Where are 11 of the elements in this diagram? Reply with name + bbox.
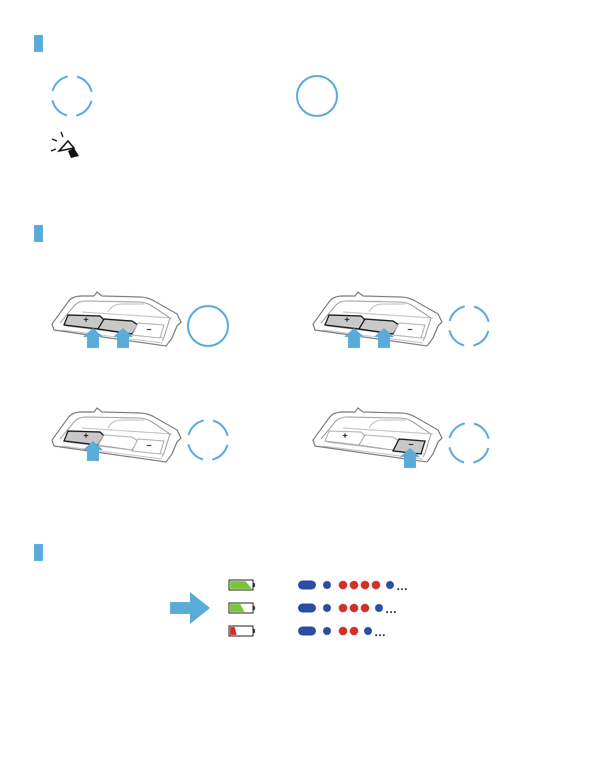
button-label: + [344,316,350,324]
ellipsis: … [374,626,386,638]
button-label: − [146,326,152,334]
button-label: + [83,316,89,324]
button-label: + [83,432,89,440]
button-label: + [342,432,348,440]
ellipsis: … [385,603,397,615]
button-label: − [146,442,152,450]
button-label: − [408,440,414,450]
ellipsis: … [396,580,408,592]
button-label: − [407,326,413,334]
